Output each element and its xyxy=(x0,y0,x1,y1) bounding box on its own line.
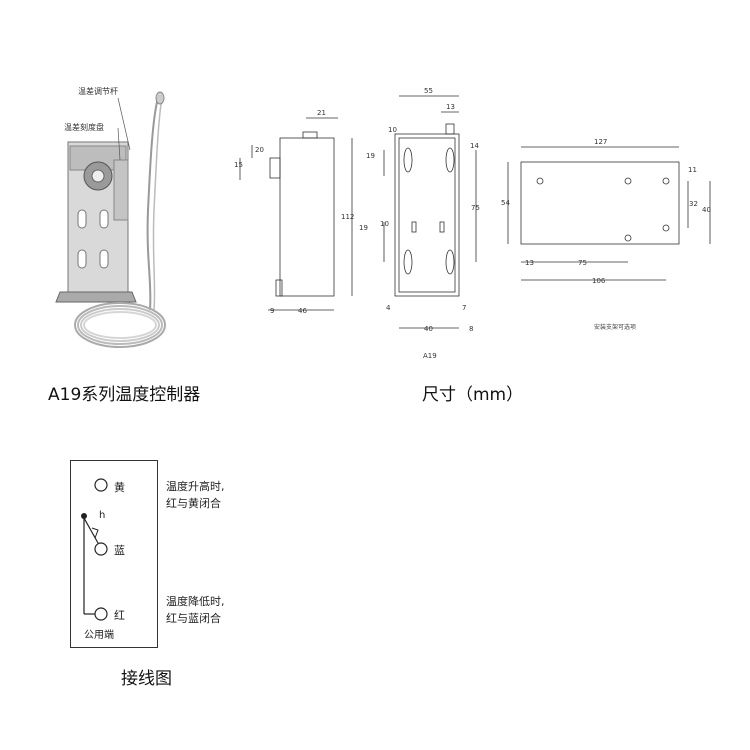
terminal-yellow xyxy=(94,478,108,492)
dim-bracket-13: 13 xyxy=(525,259,534,267)
dim-front-19b: 19 xyxy=(359,224,368,232)
dimensions-caption: 尺寸（mm） xyxy=(422,385,524,405)
dim-side-46: 46 xyxy=(298,307,307,315)
wiring-diagram-frame xyxy=(70,460,158,648)
dim-bracket-32: 32 xyxy=(689,200,698,208)
dim-side-112: 112 xyxy=(341,213,354,221)
dim-side-21: 21 xyxy=(317,109,326,117)
side-view xyxy=(239,117,353,311)
common-pivot xyxy=(81,513,87,519)
front-view xyxy=(383,95,477,329)
note-rise-line1: 温度升高时, xyxy=(166,480,225,493)
wiring-caption: 接线图 xyxy=(121,669,172,689)
dim-side-15: 15 xyxy=(234,161,243,169)
terminal-yellow-label: 黄 xyxy=(114,481,125,494)
dim-bracket-54: 54 xyxy=(501,199,510,207)
dim-front-10b: 10 xyxy=(380,220,389,228)
dim-front-19: 19 xyxy=(366,152,375,160)
dim-front-7: 7 xyxy=(462,304,466,312)
terminal-red xyxy=(94,607,108,621)
terminal-red-label: 红 xyxy=(114,609,125,622)
dim-bracket-11: 11 xyxy=(688,166,697,174)
dim-bracket-127: 127 xyxy=(594,138,607,146)
dim-front-14: 14 xyxy=(470,142,479,150)
dim-front-13: 13 xyxy=(446,103,455,111)
h-label: h xyxy=(99,510,106,521)
dim-bracket-75: 75 xyxy=(578,259,587,267)
note-fall-line2: 红与蓝闭合 xyxy=(166,612,221,625)
terminal-blue xyxy=(94,542,108,556)
dim-bracket-40: 40 xyxy=(702,206,711,214)
product-photo: 温差调节杆 温差刻度盘 xyxy=(40,80,190,380)
terminal-blue-label: 蓝 xyxy=(114,544,125,557)
dim-bracket-106: 106 xyxy=(592,277,606,285)
dim-front-40: 40 xyxy=(424,325,433,333)
dim-front-10: 10 xyxy=(388,126,397,134)
bracket-note: 安装支架可选项 xyxy=(594,324,637,331)
dim-side-20: 20 xyxy=(255,146,264,154)
side-view-labels: 21 20 15 112 9 46 xyxy=(234,109,354,315)
dim-front-4: 4 xyxy=(386,304,391,312)
bracket-view xyxy=(507,146,711,281)
dim-side-9: 9 xyxy=(270,307,274,315)
common-terminal-label: 公用端 xyxy=(84,630,114,641)
dim-front-8: 8 xyxy=(469,325,473,333)
bracket-view-labels: 127 11 54 32 40 13 75 106 xyxy=(501,138,711,285)
dim-front-75: 75 xyxy=(471,204,480,212)
model-label: A19 xyxy=(423,352,437,360)
thermostat-illustration xyxy=(55,91,166,348)
callout-diff-lever: 温差调节杆 xyxy=(78,87,118,96)
dim-front-55: 55 xyxy=(424,87,433,95)
note-rise-line2: 红与黄闭合 xyxy=(166,497,221,510)
product-caption: A19系列温度控制器 xyxy=(48,385,201,405)
front-view-labels: 55 13 10 19 14 75 19 10 4 40 7 8 xyxy=(359,87,480,333)
callout-diff-dial: 温差刻度盘 xyxy=(64,123,104,132)
note-fall-line1: 温度降低时, xyxy=(166,595,225,608)
